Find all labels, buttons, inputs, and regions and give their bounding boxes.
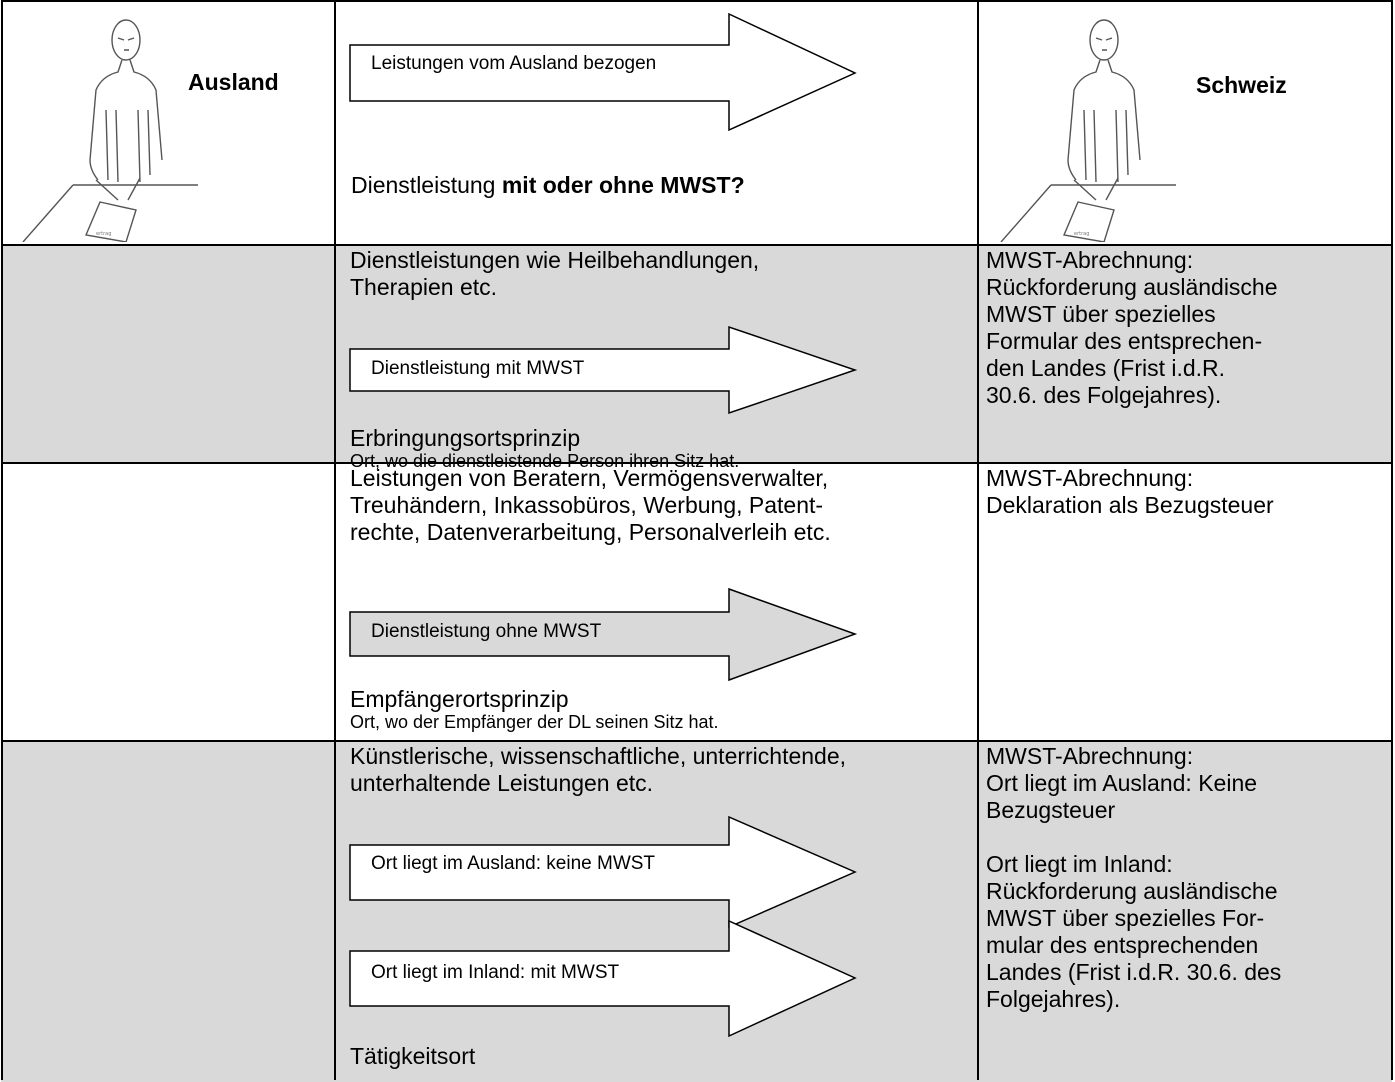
row3-line-2: unterhaltende Leistungen etc. — [350, 770, 654, 796]
row2-line-1: Leistungen von Beratern, Vermögensverwal… — [350, 465, 829, 491]
row1-right-line: 30.6. des Folgejahres). — [986, 382, 1222, 408]
row3-right-line: Ort liegt im Ausland: Keine — [986, 770, 1258, 796]
table-row-berater — [1, 462, 1392, 742]
question-bold: mit oder ohne MWST? — [501, 172, 745, 198]
row3-right-line: Bezugsteuer — [986, 797, 1116, 823]
header-schweiz-label: Schweiz — [1196, 72, 1287, 98]
arrow-label: Ort liegt im Ausland: keine MWST — [371, 853, 656, 874]
row3-line-1: Künstlerische, wissenschaftliche, unterr… — [350, 743, 847, 769]
person-sketch-schweiz: ertrag — [1000, 19, 1176, 242]
row1-principle: Erbringungsortsprinzip — [350, 425, 581, 451]
row3-description: Künstlerische, wissenschaftliche, unterr… — [350, 743, 846, 797]
row2-line-2: Treuhändern, Inkassobüros, Werbung, Pate… — [350, 492, 824, 518]
question-text: Dienstleistung mit oder ohne MWST? — [351, 172, 745, 199]
person-sketch-ausland: ertrag — [22, 19, 198, 242]
arrow-ort-ausland: Ort liegt im Ausland: keine MWST — [349, 815, 859, 929]
arrow-shape-icon — [349, 919, 857, 1038]
row2-right-line: MWST-Abrechnung: — [986, 465, 1194, 491]
row2-line-3: rechte, Datenverarbeitung, Personalverle… — [350, 519, 831, 545]
row1-right-line: Rückforderung ausländische — [986, 274, 1278, 300]
arrow-ohne-mwst: Dienstleistung ohne MWST — [349, 587, 859, 682]
row1-description: Dienstleistungen wie Heilbehandlungen, T… — [350, 247, 759, 301]
column-divider-left-edge — [1, 0, 3, 1080]
row2-principle: Empfängerortsprinzip — [350, 686, 569, 712]
row3-principle: Tätigkeitsort — [350, 1043, 476, 1069]
row1-line-1: Dienstleistungen wie Heilbehandlungen, — [350, 247, 760, 273]
column-divider-1 — [334, 0, 336, 1080]
arrow-shape-icon — [349, 325, 858, 415]
arrow-label: Leistungen vom Ausland bezogen — [371, 53, 657, 74]
row3-right-line: Ort liegt im Inland: — [986, 851, 1173, 877]
row3-right-line: MWST-Abrechnung: — [986, 743, 1194, 769]
row1-note: Ort, wo die dienstleistende Person ihren… — [350, 451, 740, 471]
row2-description: Leistungen von Beratern, Vermögensverwal… — [350, 465, 831, 546]
arrow-label: Dienstleistung ohne MWST — [371, 621, 602, 642]
arrow-shape-icon — [349, 587, 858, 682]
arrow-label: Ort liegt im Inland: mit MWST — [371, 962, 620, 983]
row3-right-text: MWST-Abrechnung: Ort liegt im Ausland: K… — [986, 743, 1281, 1013]
row2-note: Ort, wo der Empfänger der DL seinen Sitz… — [350, 712, 719, 732]
svg-text:ertrag: ertrag — [1074, 231, 1089, 237]
arrow-mit-mwst: Dienstleistung mit MWST — [349, 325, 859, 415]
table-header-row — [1, 0, 1392, 246]
header-ausland-label: Ausland — [188, 69, 279, 95]
row2-right-line: Deklaration als Bezugsteuer — [986, 492, 1274, 518]
row3-right-line: Rückforderung ausländische — [986, 878, 1278, 904]
arrow-shape-icon — [349, 815, 857, 929]
row3-right-line: Landes (Frist i.d.R. 30.6. des — [986, 959, 1282, 985]
row1-right-line: MWST über spezielles — [986, 301, 1216, 327]
row1-right-text: MWST-Abrechnung: Rückforderung ausländis… — [986, 247, 1278, 409]
svg-text:ertrag: ertrag — [96, 231, 111, 237]
row3-right-line — [986, 824, 1281, 851]
arrow-ort-inland: Ort liegt im Inland: mit MWST — [349, 919, 859, 1038]
arrow-shape-icon — [349, 12, 857, 132]
row3-right-line: MWST über spezielles For- — [986, 905, 1265, 931]
column-divider-2 — [977, 0, 979, 1080]
row1-right-line: MWST-Abrechnung: — [986, 247, 1194, 273]
question-plain: Dienstleistung — [351, 172, 502, 198]
row1-line-2: Therapien etc. — [350, 274, 498, 300]
table-row-kuenstlerisch — [1, 740, 1392, 1082]
row3-right-line: Folgejahres). — [986, 986, 1121, 1012]
column-divider-right-edge — [1391, 0, 1393, 1080]
row3-right-line: mular des entsprechenden — [986, 932, 1259, 958]
arrow-leistungen-bezogen: Leistungen vom Ausland bezogen — [349, 12, 859, 132]
row1-right-line: Formular des entsprechen- — [986, 328, 1263, 354]
row1-right-line: den Landes (Frist i.d.R. — [986, 355, 1226, 381]
arrow-label: Dienstleistung mit MWST — [371, 358, 585, 379]
row2-right-text: MWST-Abrechnung: Deklaration als Bezugst… — [986, 465, 1274, 519]
